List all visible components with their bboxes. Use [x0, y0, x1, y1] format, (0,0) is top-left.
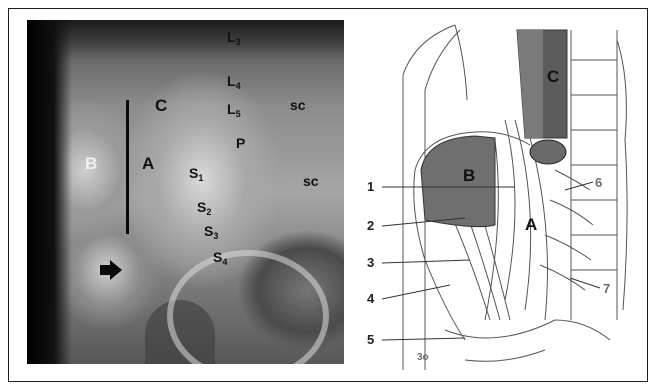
callout-6: 6: [595, 176, 602, 189]
label-a: A: [142, 155, 154, 172]
label-c: C: [155, 97, 167, 114]
label-l3: L3: [227, 30, 241, 47]
drawing-label-c: C: [547, 68, 559, 85]
callout-4: 4: [367, 292, 374, 305]
callout-5: 5: [367, 333, 374, 346]
callout-1: 1: [367, 180, 374, 193]
callout-3: 3: [367, 256, 374, 269]
label-s1: S1: [189, 166, 203, 183]
callout-2: 2: [367, 219, 374, 232]
label-b: B: [85, 155, 97, 172]
label-s3: S3: [204, 224, 218, 241]
label-s4: S4: [213, 250, 227, 267]
label-p: P: [236, 136, 245, 150]
region-b-shading: [421, 136, 495, 227]
pelvic-ring: [167, 250, 329, 364]
label-l5: L5: [227, 102, 241, 119]
label-sc-lower: sc: [303, 174, 319, 188]
pelvis-radiograph: L3 L4 L5 sc C P B A S1 sc S2 S3 S4: [27, 20, 344, 364]
drawing-label-b: B: [463, 167, 475, 184]
anatomical-drawing: C B A 1 2 3 4 5 6 7 3o: [355, 20, 637, 370]
anatomy-sketch: [355, 20, 637, 370]
corner-text: 3o: [417, 353, 429, 363]
label-l4: L4: [227, 74, 241, 91]
label-s2: S2: [197, 200, 211, 217]
arrow-right-icon: [100, 260, 122, 280]
drawing-label-a: A: [525, 216, 537, 233]
label-sc-upper: sc: [290, 98, 306, 112]
callout-7: 7: [603, 282, 610, 295]
measurement-line: [126, 100, 129, 234]
